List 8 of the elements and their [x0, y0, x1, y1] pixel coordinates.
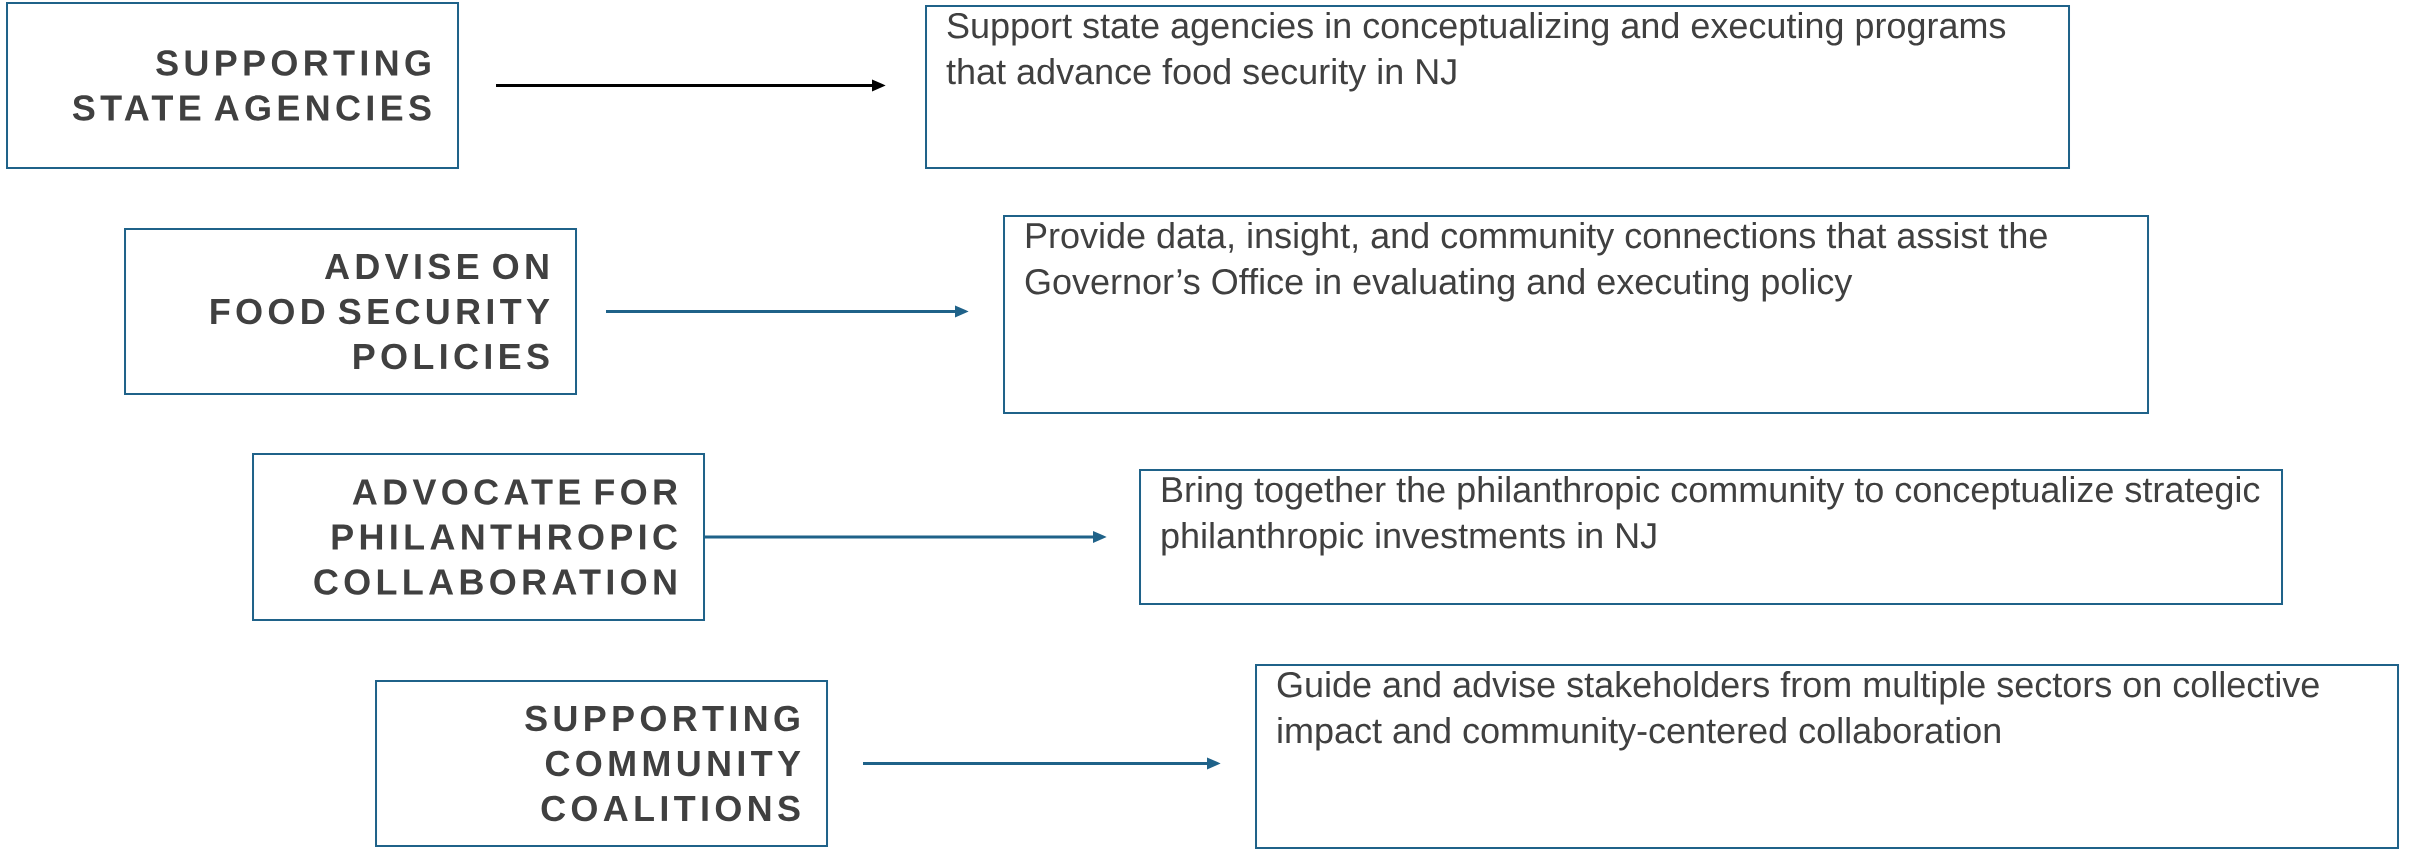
- heading-box: SUPPORTING COMMUNITY COALITIONS: [375, 680, 828, 847]
- description-box: Support state agencies in conceptualizing and executing programs that advance food security in NJ: [925, 5, 2070, 169]
- heading-box: SUPPORTING STATE AGENCIES: [6, 2, 459, 169]
- heading-box: ADVISE ON FOOD SECURITY POLICIES: [124, 228, 577, 395]
- heading-box: ADVOCATE FOR PHILANTHROPIC COLLABORATION: [252, 453, 705, 621]
- description-box: Provide data, insight, and community connections that assist the Governor’s Office in evaluating and executing policy: [1003, 215, 2149, 414]
- description-box: Bring together the philanthropic community to conceptualize strategic philanthropic investments in NJ: [1139, 469, 2283, 605]
- description-box: Guide and advise stakeholders from multiple sectors on collective impact and community-centered collaboration: [1255, 664, 2399, 849]
